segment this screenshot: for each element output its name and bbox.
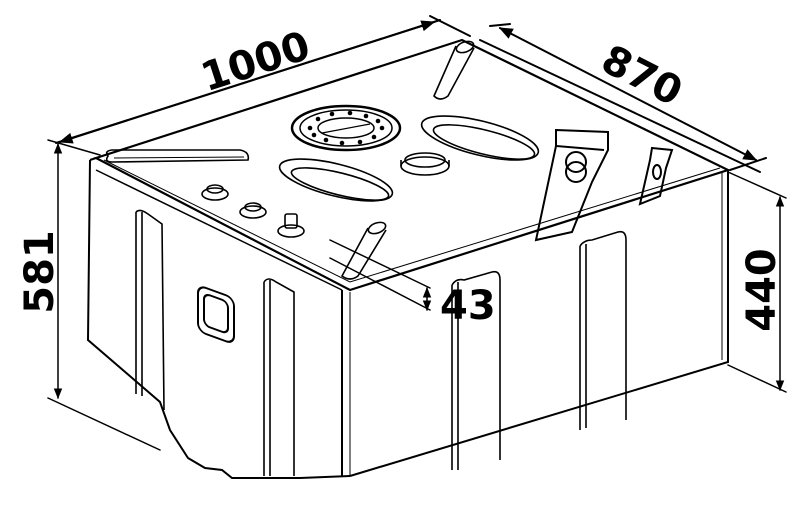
- dimension-581: [47, 139, 161, 451]
- side-recesses-left: [135, 209, 295, 476]
- vent-tube-front: [340, 221, 387, 280]
- dimension-label-581: 581: [16, 230, 63, 314]
- filler-ring: [400, 152, 450, 176]
- dimension-label-43: 43: [440, 283, 496, 329]
- mounting-bracket-small: [638, 146, 674, 206]
- side-recesses-right: [451, 230, 627, 470]
- dimension-label-440: 440: [738, 248, 785, 332]
- dimension-1000: [55, 15, 471, 144]
- dimension-440: [727, 171, 787, 393]
- mounting-bracket-large: [534, 128, 609, 242]
- dimension-870: [479, 23, 767, 173]
- tank-body: [86, 38, 731, 479]
- inspection-hatch: [290, 104, 402, 152]
- vent-tube-rear: [433, 40, 475, 100]
- top-slot-left: [105, 149, 250, 163]
- oval-recess-right: [420, 115, 540, 161]
- handle-recess: [197, 286, 235, 343]
- dimension-43: [329, 239, 432, 312]
- small-ports: [201, 184, 305, 238]
- oval-recess-center: [278, 158, 394, 202]
